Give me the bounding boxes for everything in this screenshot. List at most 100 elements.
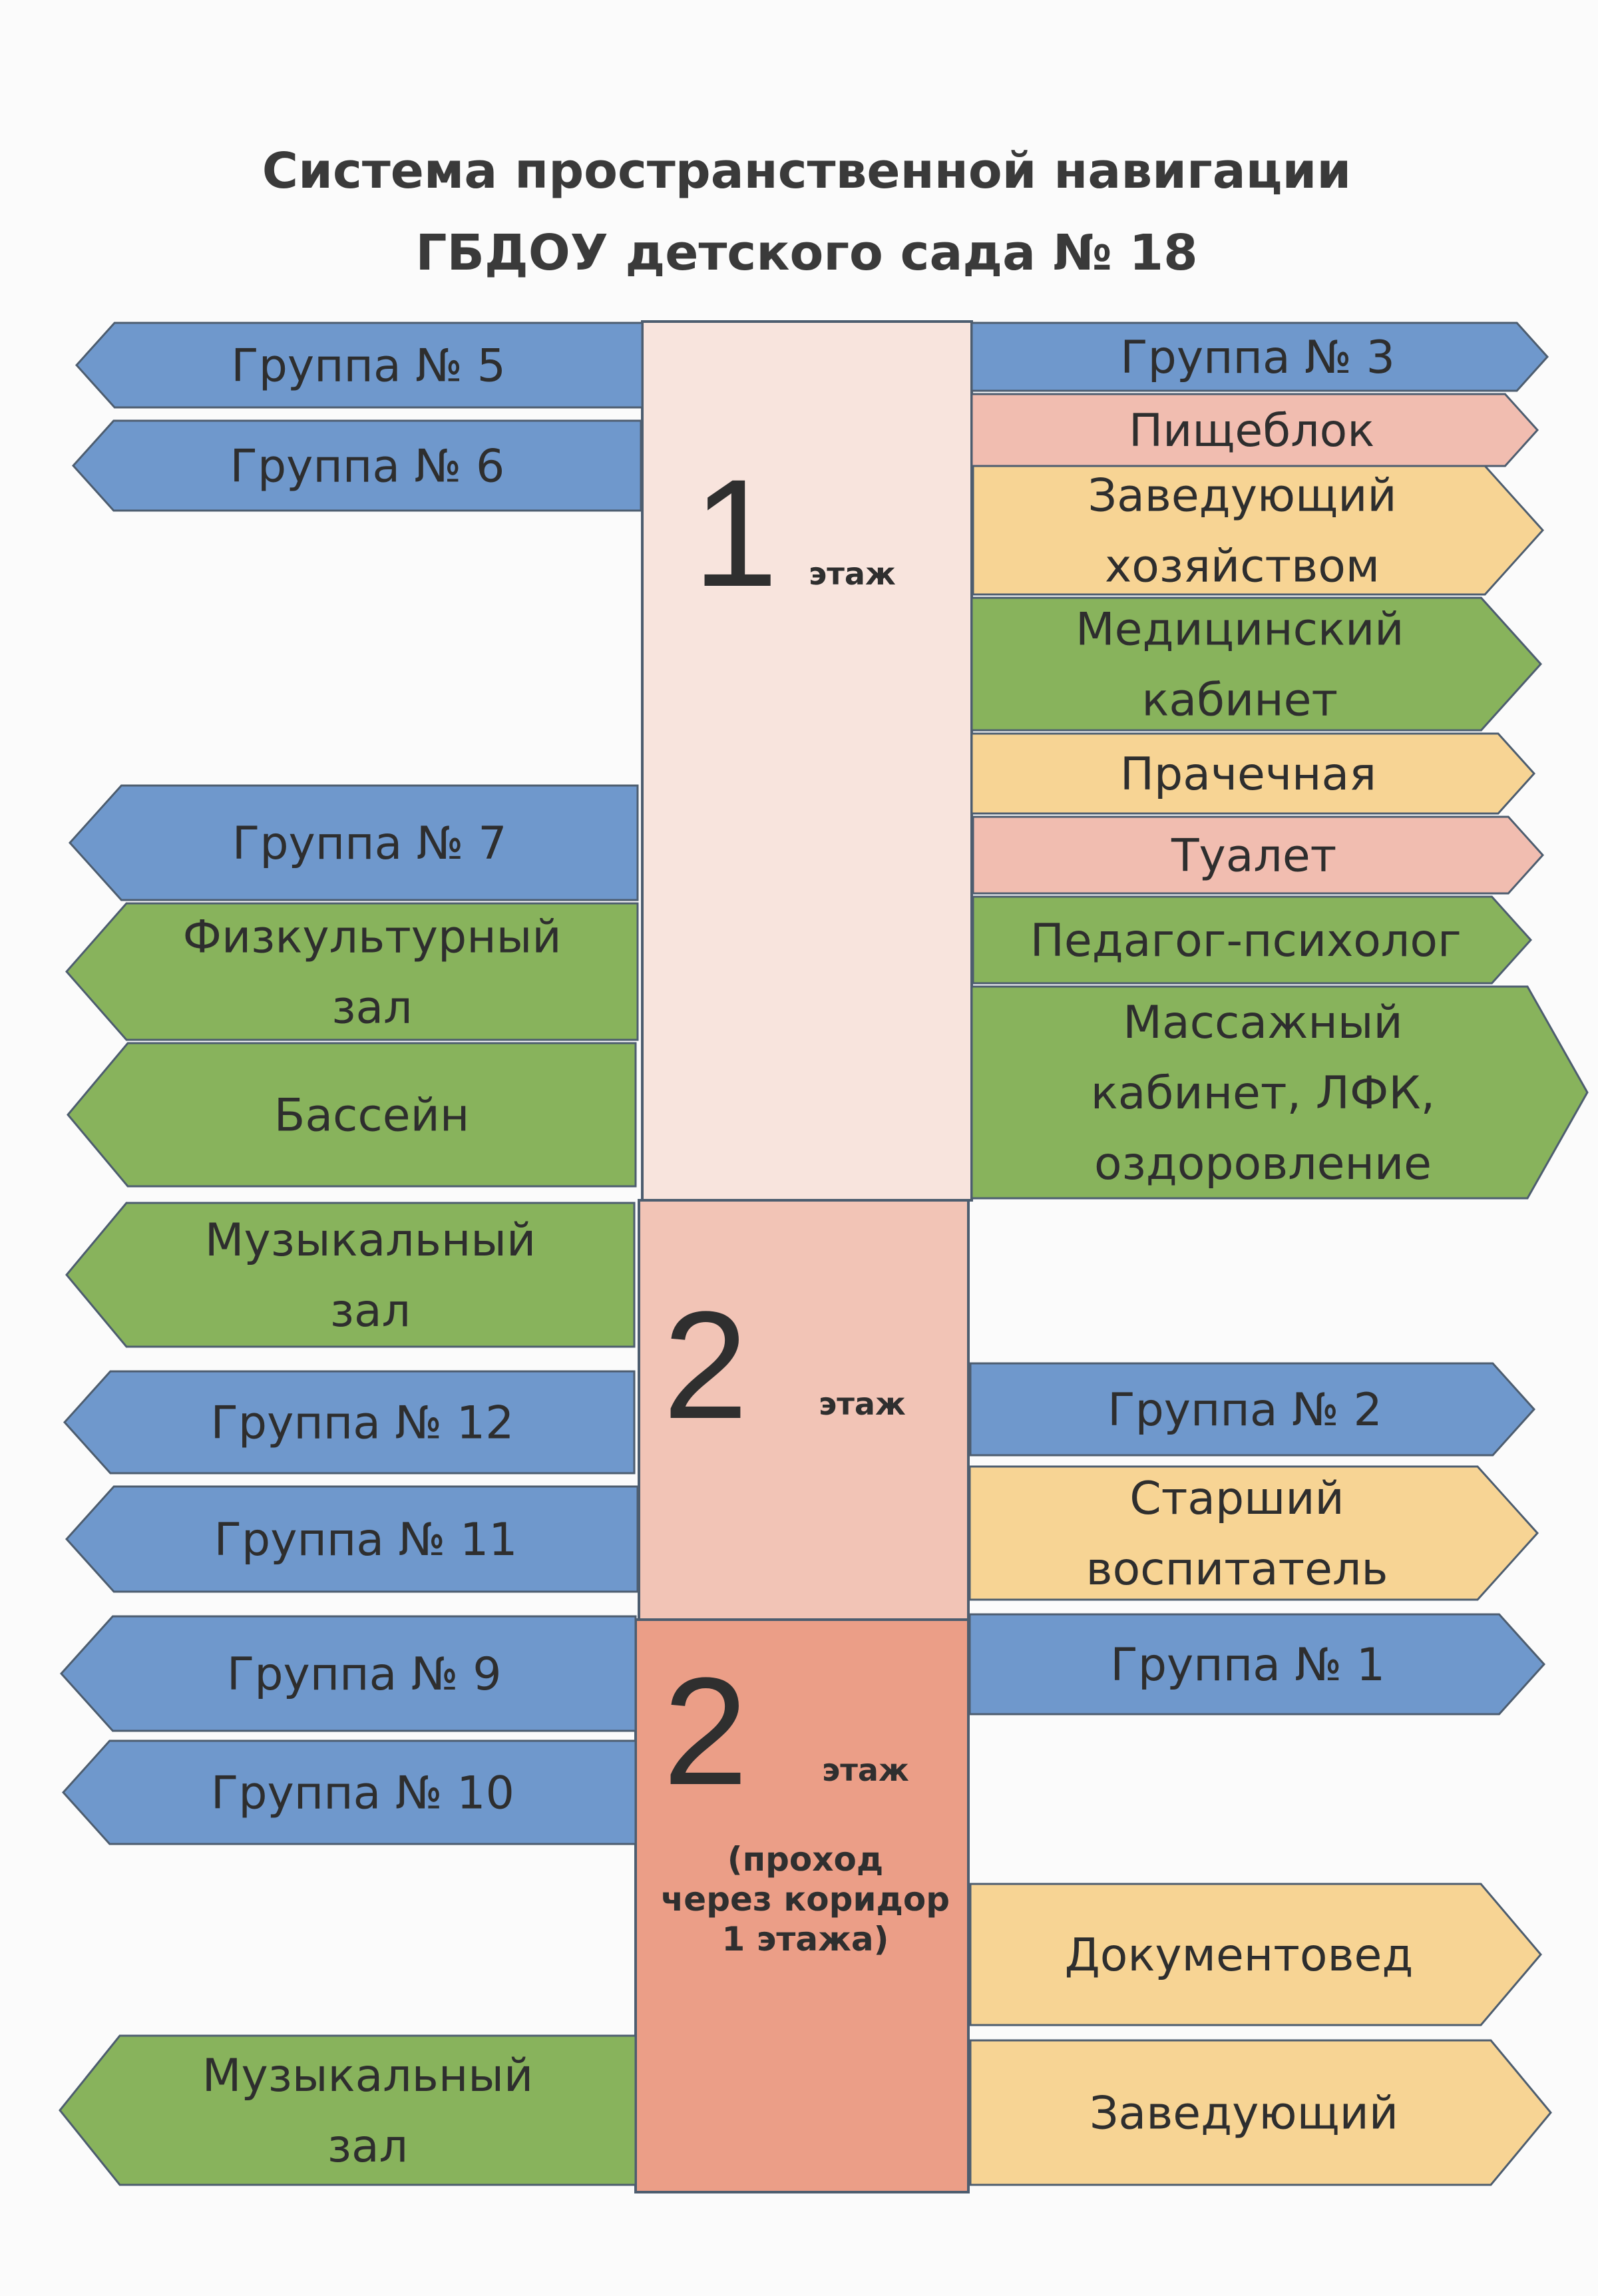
floor-number: 2 bbox=[663, 1646, 748, 1817]
sign-label-line: Старший bbox=[1129, 1473, 1344, 1525]
sign-head: Заведующий bbox=[969, 2039, 1552, 2186]
arrow-shape bbox=[972, 815, 1545, 895]
arrow-shape bbox=[968, 1613, 1546, 1716]
sign-psychologist: Педагог-психолог bbox=[972, 895, 1533, 985]
sign-group-7: Группа № 7 bbox=[68, 784, 639, 901]
floor-note-line: (проход bbox=[727, 1840, 884, 1879]
sign-music-hall-2: Музыкальный зал bbox=[59, 2034, 637, 2186]
sign-label-line: Группа № 7 bbox=[232, 817, 507, 870]
sign-group-9: Группа № 9 bbox=[59, 1615, 637, 1732]
sign-label-line: Музыкальный bbox=[202, 2050, 533, 2102]
arrow-shape bbox=[968, 1465, 1539, 1601]
floor-background bbox=[638, 1199, 970, 1621]
sign-group-6: Группа № 6 bbox=[71, 419, 642, 512]
sign-group-5: Группа № 5 bbox=[75, 322, 644, 409]
sign-label-line: Физкультурный bbox=[182, 911, 561, 964]
arrow-shape bbox=[71, 419, 642, 512]
floor-background bbox=[634, 1618, 970, 2193]
arrow-shape bbox=[970, 322, 1549, 392]
sign-group-11: Группа № 11 bbox=[65, 1485, 639, 1593]
floor-note-line: через коридор bbox=[661, 1880, 950, 1919]
arrow-shape bbox=[969, 2039, 1552, 2186]
page-title-line-1: Система пространственной навигации bbox=[262, 142, 1351, 200]
sign-laundry: Прачечная bbox=[970, 732, 1536, 815]
sign-label-line: Документовед bbox=[1065, 1929, 1414, 1982]
sign-label-line: Прачечная bbox=[1120, 748, 1376, 801]
sign-group-12: Группа № 12 bbox=[63, 1370, 636, 1475]
arrow-shape bbox=[59, 2034, 637, 2186]
sign-group-3: Группа № 3 bbox=[970, 322, 1549, 392]
sign-pool: Бассейн bbox=[67, 1042, 637, 1188]
sign-label-line: Медицинский bbox=[1076, 604, 1404, 656]
floor-number: 1 bbox=[693, 447, 778, 618]
sign-label-line: Бассейн bbox=[274, 1090, 470, 1142]
arrow-shape bbox=[65, 1485, 639, 1593]
sign-kitchen: Пищеблок bbox=[970, 393, 1539, 467]
sign-label-line: Пищеблок bbox=[1129, 405, 1374, 457]
floor-word: этаж bbox=[809, 556, 896, 592]
arrow-shape bbox=[61, 1739, 637, 1845]
arrow-shape bbox=[972, 895, 1533, 985]
arrow-shape bbox=[969, 1883, 1542, 2026]
sign-label-line: Группа № 12 bbox=[210, 1397, 514, 1450]
sign-label-line: хозяйством bbox=[1105, 541, 1380, 593]
floor-note-line: 1 этажа) bbox=[722, 1920, 889, 1958]
sign-label-line: кабинет bbox=[1141, 674, 1338, 727]
arrow-shape bbox=[68, 784, 639, 901]
sign-supply-manager: Заведующий хозяйством bbox=[972, 465, 1545, 596]
sign-label-line: Туалет bbox=[1171, 830, 1336, 883]
sign-toilet: Туалет bbox=[972, 815, 1545, 895]
arrow-shape bbox=[75, 322, 644, 409]
arrow-shape bbox=[65, 902, 639, 1041]
sign-label-line: Заведующий bbox=[1090, 2088, 1398, 2140]
sign-documentation-officer: Документовед bbox=[969, 1883, 1542, 2026]
sign-label-line: кабинет, ЛФК, bbox=[1091, 1067, 1436, 1120]
sign-medical-office: Медицинский кабинет bbox=[970, 596, 1543, 732]
sign-music-hall-1: Музыкальный зал bbox=[65, 1202, 636, 1348]
sign-label-line: зал bbox=[330, 1285, 411, 1337]
sign-group-2: Группа № 2 bbox=[969, 1362, 1536, 1457]
sign-label-line: зал bbox=[331, 982, 412, 1034]
arrow-shape bbox=[970, 985, 1589, 1200]
sign-label-line: Группа № 11 bbox=[214, 1514, 518, 1566]
sign-label-line: оздоровление bbox=[1094, 1138, 1432, 1190]
sign-massage: Массажный кабинет, ЛФК, оздоровление bbox=[970, 985, 1589, 1200]
arrow-shape bbox=[67, 1042, 637, 1188]
arrow-shape bbox=[63, 1370, 636, 1475]
sign-label-line: Заведующий bbox=[1088, 470, 1397, 523]
sign-label-line: воспитатель bbox=[1086, 1543, 1388, 1596]
sign-label-line: зал bbox=[327, 2120, 408, 2173]
sign-label-line: Массажный bbox=[1123, 997, 1402, 1049]
sign-gym: Физкультурный зал bbox=[65, 902, 639, 1041]
floor-number: 2 bbox=[663, 1279, 748, 1451]
arrow-shape bbox=[59, 1615, 637, 1732]
floor-block-floor2: 2 этаж bbox=[638, 1199, 970, 1621]
sign-label-line: Группа № 2 bbox=[1107, 1384, 1382, 1437]
sign-label-line: Педагог-психолог bbox=[1030, 915, 1462, 967]
sign-group-1: Группа № 1 bbox=[968, 1613, 1546, 1716]
arrow-shape bbox=[969, 1362, 1536, 1457]
sign-label-line: Группа № 1 bbox=[1110, 1639, 1385, 1692]
arrow-shape bbox=[970, 732, 1536, 815]
sign-label-line: Группа № 3 bbox=[1120, 332, 1395, 384]
arrow-shape bbox=[970, 596, 1543, 732]
floor-background bbox=[641, 320, 973, 1202]
sign-label-line: Группа № 5 bbox=[231, 340, 506, 393]
sign-label-line: Группа № 10 bbox=[211, 1767, 514, 1820]
sign-label-line: Группа № 6 bbox=[230, 441, 505, 493]
floor-block-floor1: 1 этаж bbox=[641, 320, 973, 1202]
sign-label-line: Группа № 9 bbox=[227, 1648, 502, 1701]
sign-label-line: Музыкальный bbox=[205, 1214, 536, 1267]
direction-signs: Группа № 5 Группа № 6 Группа № 7 Физкультур… bbox=[59, 322, 1589, 2186]
sign-senior-teacher: Старший воспитатель bbox=[968, 1465, 1539, 1601]
arrow-shape bbox=[65, 1202, 636, 1348]
arrow-shape bbox=[970, 393, 1539, 467]
arrow-shape bbox=[972, 465, 1545, 596]
page-title-line-2: ГБДОУ детского сада № 18 bbox=[415, 224, 1197, 282]
floor-word: этаж bbox=[822, 1752, 909, 1788]
floor-word: этаж bbox=[819, 1386, 906, 1422]
sign-group-10: Группа № 10 bbox=[61, 1739, 637, 1845]
